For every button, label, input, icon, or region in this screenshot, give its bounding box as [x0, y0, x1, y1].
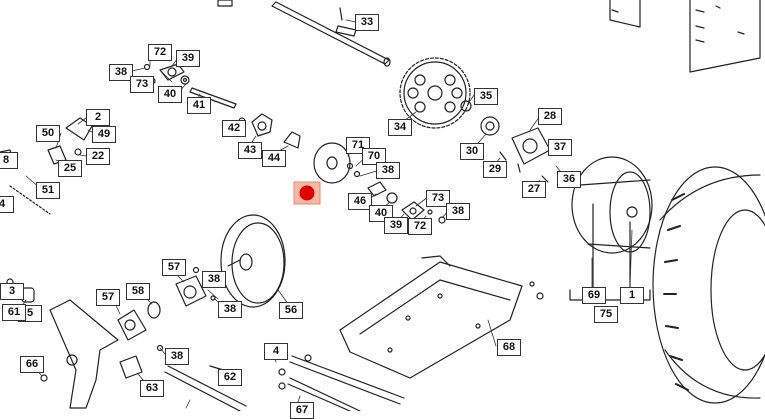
callout-38-lower[interactable]: 38: [218, 301, 242, 318]
callout-49[interactable]: 49: [92, 126, 116, 143]
callout-46[interactable]: 46: [348, 193, 372, 210]
wheel-rim: [571, 156, 653, 254]
callout-3[interactable]: 3: [0, 283, 24, 300]
bearing-58: [147, 301, 161, 319]
callout-38-pulley[interactable]: 38: [202, 271, 226, 288]
callout-36[interactable]: 36: [557, 171, 581, 188]
shaft-41: [189, 87, 237, 109]
callout-75[interactable]: 75: [594, 306, 618, 323]
bushing-46: [367, 181, 387, 197]
callout-35[interactable]: 35: [474, 88, 498, 105]
callout-41[interactable]: 41: [187, 97, 211, 114]
small-pulley: [313, 142, 351, 184]
callout-43[interactable]: 43: [238, 142, 262, 159]
bearing-30: [480, 116, 500, 136]
callout-34[interactable]: 34: [388, 119, 412, 136]
top-fragment-part: [217, 0, 233, 7]
lever-arm: [49, 299, 119, 409]
bracket-63: [119, 355, 143, 379]
callout-1[interactable]: 1: [620, 287, 644, 304]
callout-73[interactable]: 73: [130, 76, 154, 93]
callout-73-mid[interactable]: 73: [426, 190, 450, 207]
callout-27[interactable]: 27: [522, 181, 546, 198]
callout-28[interactable]: 28: [538, 108, 562, 125]
callout-58[interactable]: 58: [126, 283, 150, 300]
long-shaft: [271, 1, 390, 65]
callout-25[interactable]: 25: [58, 160, 82, 177]
callout-38-bottom[interactable]: 38: [165, 348, 189, 365]
callout-4-bottom[interactable]: 4: [264, 343, 288, 360]
fitting-44: [283, 131, 301, 149]
callout-72-mid[interactable]: 72: [408, 218, 432, 235]
housing-43: [251, 113, 273, 137]
callout-8[interactable]: 8: [0, 152, 18, 169]
callout-62[interactable]: 62: [218, 369, 242, 386]
dimension-bracket: [569, 289, 651, 301]
callout-30[interactable]: 30: [460, 143, 484, 160]
callout-66[interactable]: 66: [20, 356, 44, 373]
frame-plate: [609, 0, 761, 73]
callout-33[interactable]: 33: [355, 14, 379, 31]
callout-70[interactable]: 70: [362, 148, 386, 165]
callout-38-right[interactable]: 38: [446, 203, 470, 220]
callout-22[interactable]: 22: [86, 148, 110, 165]
tire: [652, 166, 765, 404]
key-part-33: [335, 7, 357, 37]
callout-72[interactable]: 72: [148, 44, 172, 61]
rod-62: [164, 365, 247, 412]
callout-29[interactable]: 29: [483, 161, 507, 178]
callout-38-mid[interactable]: 38: [376, 162, 400, 179]
rod-lower: [287, 377, 361, 412]
callout-68[interactable]: 68: [497, 339, 521, 356]
callout-63[interactable]: 63: [140, 380, 164, 397]
large-pulley: [220, 214, 286, 308]
callout-57-top[interactable]: 57: [162, 259, 186, 276]
bracket-39b: [401, 201, 425, 221]
callout-40[interactable]: 40: [158, 86, 182, 103]
deck-plate-68: [339, 255, 523, 379]
rod-upper: [289, 355, 405, 405]
callout-2[interactable]: 2: [86, 109, 110, 126]
callout-50[interactable]: 50: [36, 125, 60, 142]
callout-42[interactable]: 42: [222, 120, 246, 137]
callout-4-left[interactable]: 4: [0, 196, 14, 213]
bracket-57b: [117, 309, 147, 341]
washer-35: [460, 100, 472, 112]
callout-37[interactable]: 37: [548, 139, 572, 156]
selected-part-hotspot[interactable]: [293, 181, 321, 205]
callout-69[interactable]: 69: [582, 287, 606, 304]
callout-57-left[interactable]: 57: [96, 289, 120, 306]
callout-51[interactable]: 51: [36, 182, 60, 199]
flange-bracket: [511, 127, 551, 165]
callout-56[interactable]: 56: [279, 302, 303, 319]
callout-39[interactable]: 39: [176, 50, 200, 67]
large-gear: [399, 57, 471, 129]
spring: [9, 185, 51, 215]
callout-61[interactable]: 61: [2, 304, 26, 321]
callout-44[interactable]: 44: [262, 150, 286, 167]
bracket-57a: [175, 275, 207, 307]
callout-39-mid[interactable]: 39: [384, 217, 408, 234]
callout-38[interactable]: 38: [109, 64, 133, 81]
